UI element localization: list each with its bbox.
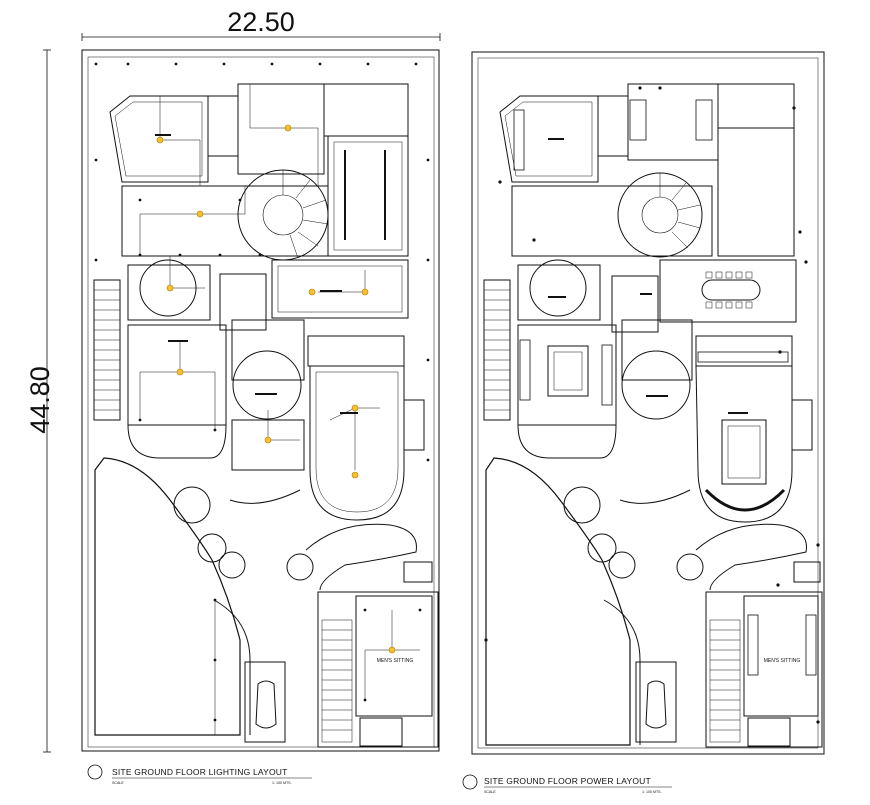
lighting-layout-title: SITE GROUND FLOOR LIGHTING LAYOUT <box>112 767 288 777</box>
power-scale-value: 1: 100 MTS. <box>642 790 662 794</box>
room-label-mens-sitting-power: MEN'S SITTING <box>764 658 801 664</box>
title-marker <box>87 764 103 780</box>
room-label-mens-sitting: MEN'S SITTING <box>377 658 414 664</box>
width-dimension <box>81 33 441 41</box>
power-scale-label: SCALE <box>484 790 496 794</box>
height-dimension <box>43 49 51 753</box>
title-marker-power <box>462 774 478 790</box>
lighting-scale-label: SCALE <box>112 781 124 785</box>
lighting-scale-value: 1: 100 MTS. <box>272 781 292 785</box>
power-layout-title: SITE GROUND FLOOR POWER LAYOUT <box>484 776 651 786</box>
lighting-layout-plan: MEN'S SITTING SITE GROUND FLOOR LIGHTING… <box>81 49 440 785</box>
power-layout-plan: MEN'S SITTING SITE GROUND FLOOR POWER LA… <box>462 51 825 794</box>
width-dimension-label: 22.50 <box>227 7 295 37</box>
height-dimension-label: 44.80 <box>25 366 55 434</box>
